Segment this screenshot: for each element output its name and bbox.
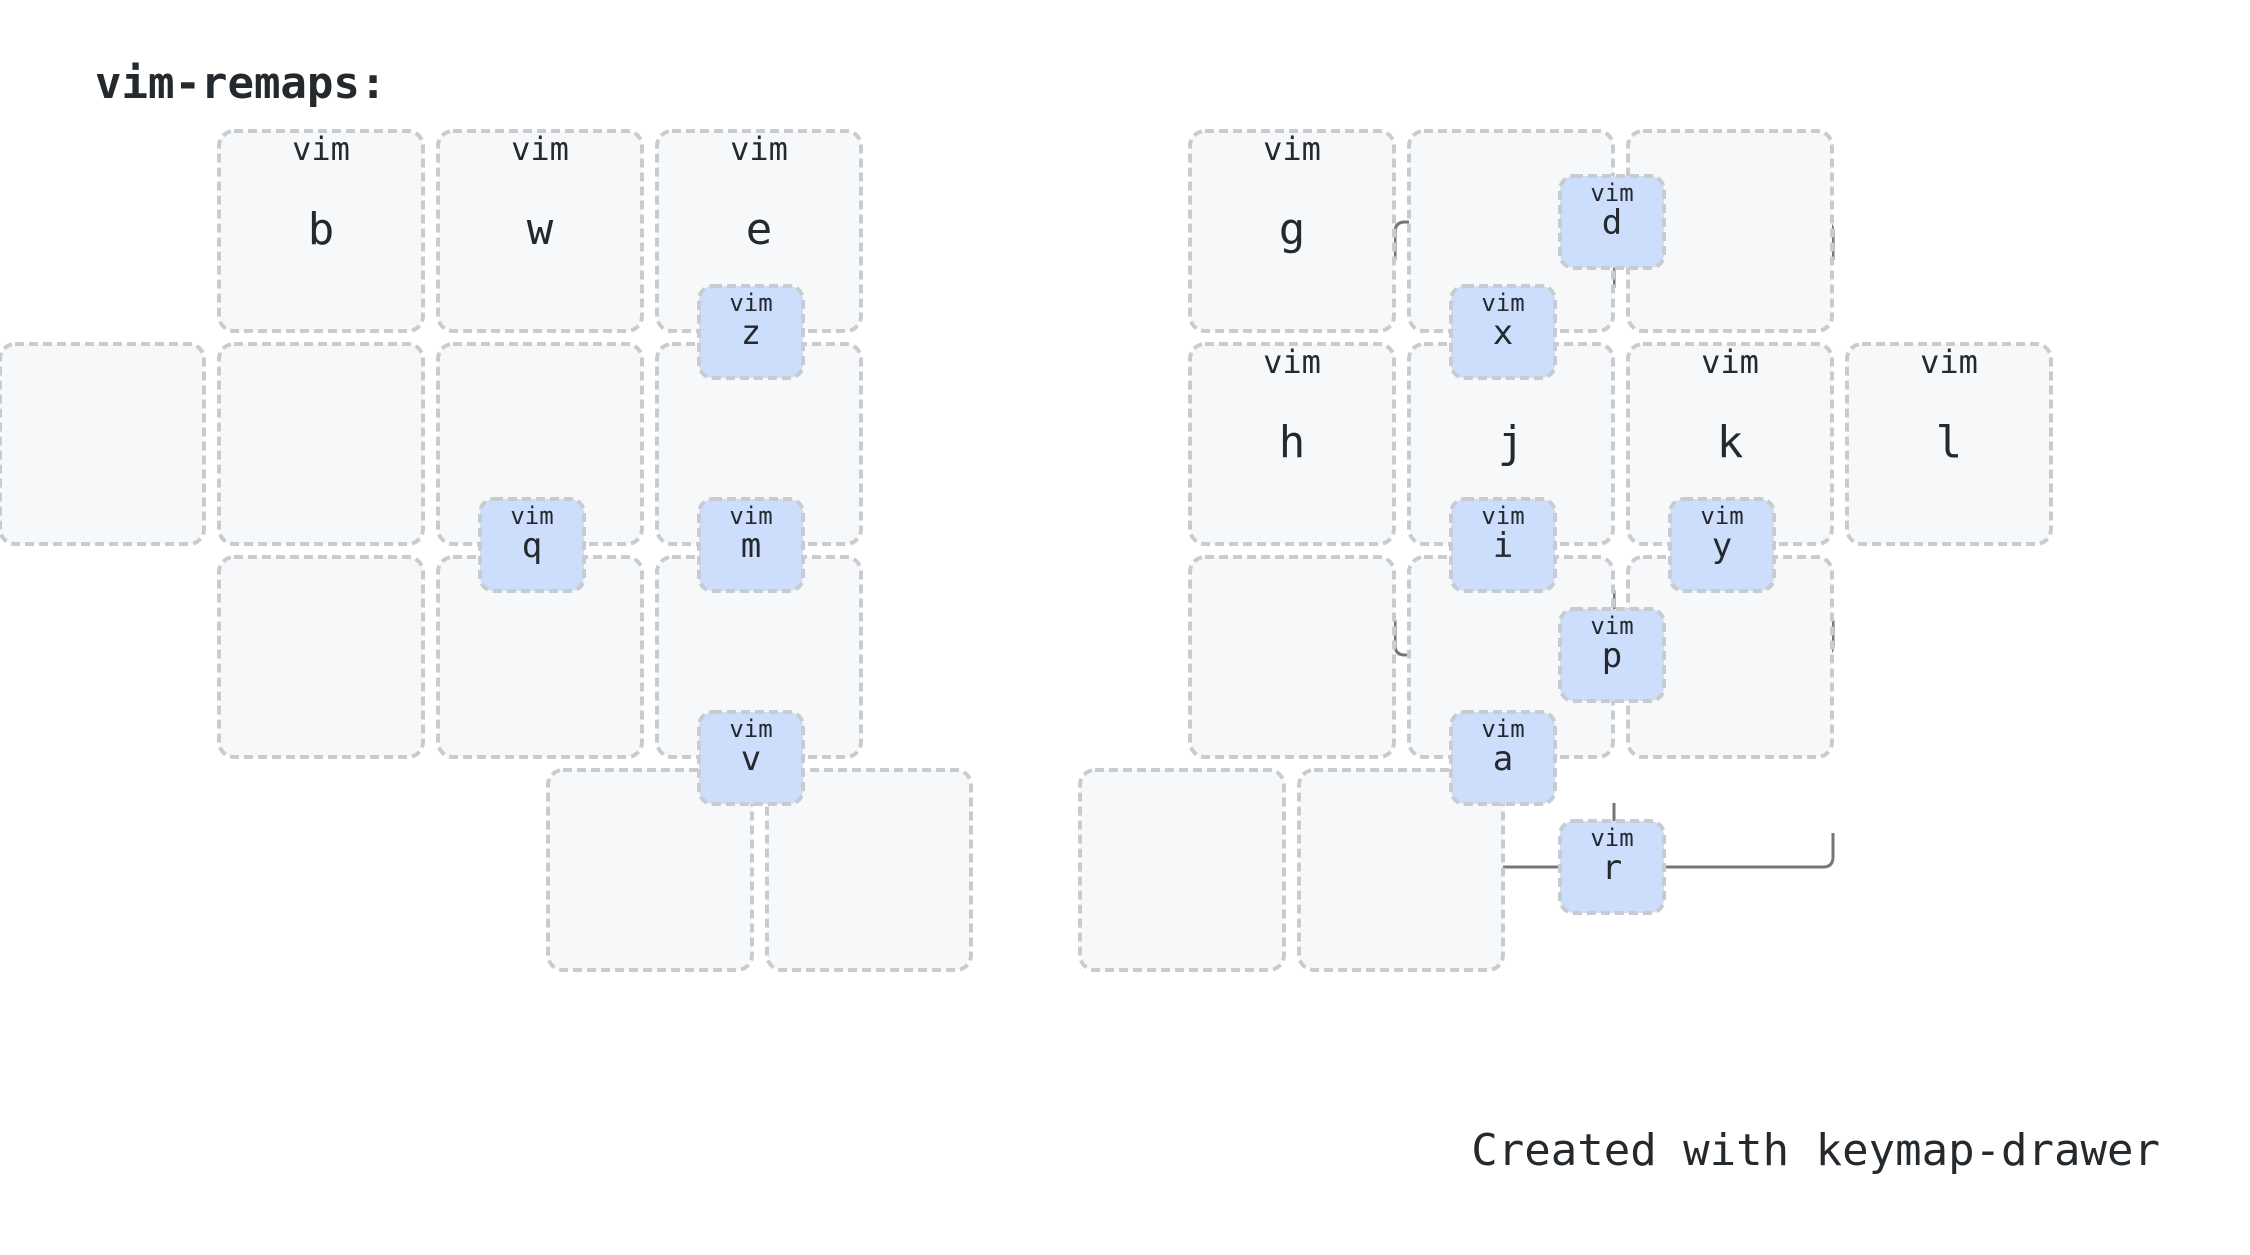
key-right-r2-c3: k vim [1626, 342, 1834, 546]
combo-hold-label: vim [510, 502, 553, 530]
combo-cap [1558, 819, 1666, 915]
key-cap [1845, 342, 2053, 546]
key-right-r2-c4: l vim [1845, 342, 2053, 546]
key-right-thumb-1 [1078, 768, 1286, 972]
key-tap-label: l [1936, 417, 1963, 468]
combo-cap [1449, 284, 1557, 380]
combo-tap-label: d [1602, 203, 1622, 243]
combo-tap-label: y [1712, 526, 1732, 566]
key-cap [1188, 129, 1396, 333]
key-tap-label: k [1717, 417, 1744, 468]
key-hold-label: vim [1920, 343, 1978, 381]
key-cap [0, 342, 206, 546]
combo-tap-label: v [741, 739, 761, 779]
key-tap-label: b [308, 204, 335, 255]
combo-hold-label: vim [729, 502, 772, 530]
key-right-thumb-2 [1297, 768, 1505, 972]
key-right-r3-c1 [1188, 555, 1396, 759]
key-right-r1-c1: g vim [1188, 129, 1396, 333]
key-left-r2-c2 [217, 342, 425, 546]
key-left-thumb-2 [765, 768, 973, 972]
key-hold-label: vim [1263, 130, 1321, 168]
key-left-r1-c3: w vim [436, 129, 644, 333]
key-right-r2-c1: h vim [1188, 342, 1396, 546]
combo-hold-label: vim [729, 289, 772, 317]
combo-cap [1668, 497, 1776, 593]
key-tap-label: e [746, 204, 773, 255]
combo-cap [697, 284, 805, 380]
key-tap-label: h [1279, 417, 1306, 468]
key-cap [765, 768, 973, 972]
combo-tap-label: m [741, 526, 761, 566]
key-cap [1188, 342, 1396, 546]
key-left-r1-c4: e vim [655, 129, 863, 333]
combo-tap-label: r [1602, 848, 1622, 888]
combo-hold-label: vim [1590, 824, 1633, 852]
combo-cap [1449, 497, 1557, 593]
key-tap-label: j [1498, 417, 1525, 468]
combo-hold-label: vim [729, 715, 772, 743]
combo-cap [697, 497, 805, 593]
combo-tap-label: p [1602, 636, 1622, 676]
key-hold-label: vim [730, 130, 788, 168]
key-cap [436, 129, 644, 333]
key-left-r2-c1 [0, 342, 206, 546]
key-hold-label: vim [1701, 343, 1759, 381]
combo-cap [1558, 607, 1666, 703]
combo-cap [478, 497, 586, 593]
combo-hold-label: vim [1700, 502, 1743, 530]
key-cap [1188, 555, 1396, 759]
key-hold-label: vim [1263, 343, 1321, 381]
key-left-thumb-1 [546, 768, 754, 972]
key-tap-label: w [527, 204, 554, 255]
combo-hold-label: vim [1481, 289, 1524, 317]
key-cap [1297, 768, 1505, 972]
key-hold-label: vim [292, 130, 350, 168]
combo-hold-label: vim [1590, 179, 1633, 207]
layer-title: vim-remaps: [95, 58, 386, 109]
key-cap [217, 555, 425, 759]
combo-cap [1558, 174, 1666, 270]
key-tap-label: g [1279, 204, 1306, 255]
combo-hold-label: vim [1590, 612, 1633, 640]
footer-credit: Created with keymap-drawer [1471, 1125, 2160, 1176]
key-left-r3-c2 [217, 555, 425, 759]
combo-hold-label: vim [1481, 502, 1524, 530]
combo-tap-label: i [1493, 526, 1513, 566]
combo-tap-label: q [522, 526, 542, 566]
key-cap [546, 768, 754, 972]
combo-hold-label: vim [1481, 715, 1524, 743]
combo-cap [1449, 710, 1557, 806]
combo-keys: zvimqvimmvimvvimdvimxvimivimyvimpvimavim… [478, 174, 1776, 915]
combo-tap-label: a [1493, 739, 1513, 779]
key-left-r1-c2: b vim [217, 129, 425, 333]
key-cap [217, 342, 425, 546]
key-hold-label: vim [511, 130, 569, 168]
combo-tap-label: z [741, 313, 761, 353]
key-cap [217, 129, 425, 333]
key-cap [1078, 768, 1286, 972]
combo-tap-label: x [1493, 313, 1513, 353]
combo-cap [697, 710, 805, 806]
